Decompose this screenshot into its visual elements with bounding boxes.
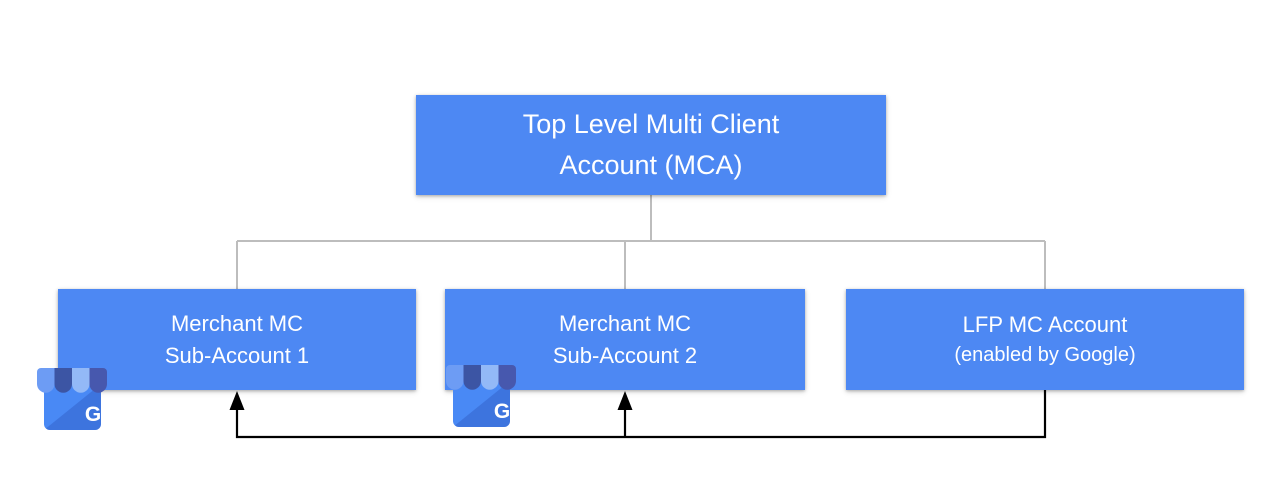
node-label-line2: (enabled by Google) [954, 343, 1136, 366]
arrowhead-sub1 [229, 391, 245, 410]
node-label-line1: Merchant MC [558, 310, 692, 336]
google-g-letter: G [494, 400, 510, 423]
arrowhead-sub2 [617, 391, 633, 410]
tree-connector-lines [236, 195, 1046, 289]
node-label-line1: Top Level Multi Client [522, 109, 780, 139]
storefront-body [44, 381, 101, 430]
storefront-awning [37, 368, 107, 393]
node-merchant-sub-account-2: Merchant MC Sub-Account 2 [445, 289, 805, 390]
node-label-line2: Account (MCA) [559, 150, 743, 180]
google-business-profile-icon: G [37, 368, 107, 430]
storefront-awning [446, 365, 516, 390]
node-lfp-mc-account: LFP MC Account (enabled by Google) [846, 289, 1244, 390]
node-top-level-mca: Top Level Multi Client Account (MCA) [416, 95, 886, 195]
google-g-letter: G [85, 403, 101, 426]
flow-arrow-lines [229, 390, 1047, 439]
node-label-line2: Sub-Account 1 [164, 342, 310, 368]
node-label-line2: Sub-Account 2 [552, 342, 698, 368]
google-business-profile-icon: G [446, 365, 516, 427]
node-label-line1: LFP MC Account [962, 311, 1128, 337]
flow-line-lfp-to-sub1 [235, 390, 1047, 439]
node-label-line1: Merchant MC [170, 310, 304, 336]
storefront-body [453, 378, 510, 427]
storefront-shade [453, 381, 510, 427]
storefront-shade [44, 384, 101, 430]
node-merchant-sub-account-1: Merchant MC Sub-Account 1 [58, 289, 416, 390]
